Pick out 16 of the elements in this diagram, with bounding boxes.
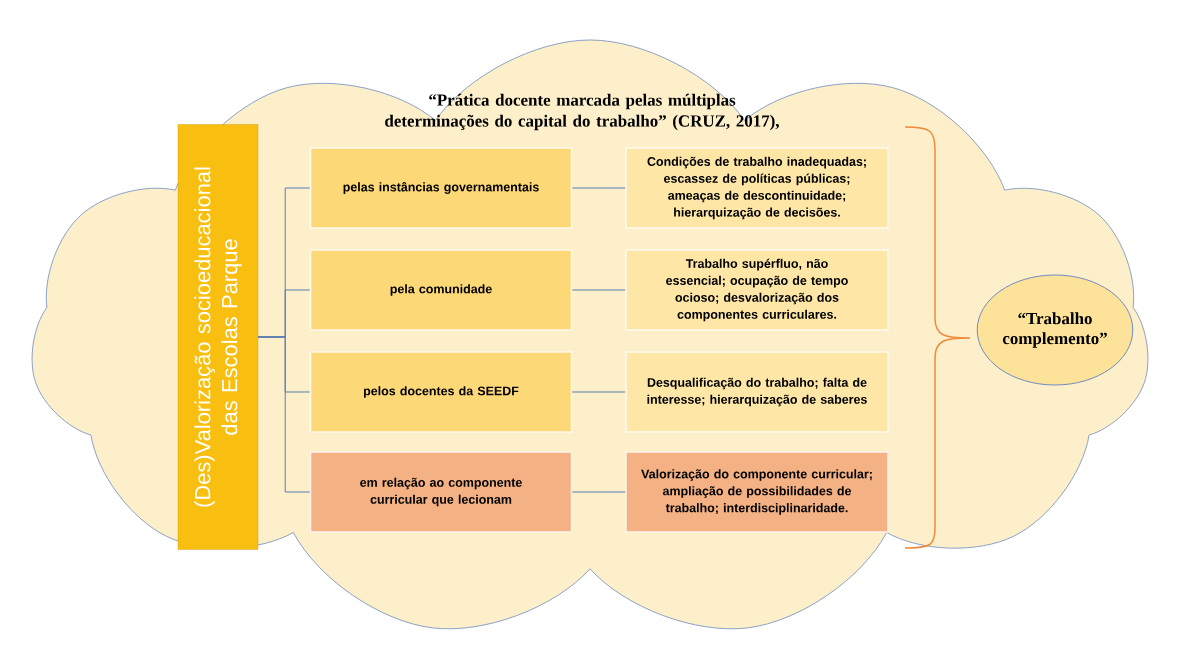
category-box: pelos docentes da SEEDF: [309, 351, 573, 433]
connector-line: [571, 391, 626, 393]
category-box: pelas instâncias governamentais: [309, 147, 573, 229]
heading-text: “Prática docente marcada pelas múltiplas determinações do capital do trabalho” (CRUZ, 2017),: [385, 93, 779, 131]
description-box: Valorização do componente curricular; ampliação de possibilidades de trabalho; interdisciplinaridade.: [625, 451, 889, 533]
connector-line: [571, 289, 626, 291]
title-bar: (Des)Valorização socioeducacional das Escolas Parque: [177, 124, 259, 550]
description-box: Condições de trabalho inadequadas; escassez de políticas públicas; ameaças de descontinuidade; hierarquização de decisões.: [625, 147, 889, 229]
description-box: Trabalho supérfluo, não essencial; ocupação de tempo ocioso; desvalorização dos componentes curriculares.: [625, 249, 889, 331]
ellipse-node: “Trabalho complemento”: [976, 274, 1134, 386]
category-box: em relação ao componente curricular que lecionam: [309, 451, 573, 533]
connector-line: [571, 491, 626, 493]
category-box: pela comunidade: [309, 249, 573, 331]
connector-line: [571, 187, 626, 189]
connector-line: [257, 336, 311, 493]
description-box: Desqualificação do trabalho; falta de interesse; hierarquização de saberes: [625, 351, 889, 433]
